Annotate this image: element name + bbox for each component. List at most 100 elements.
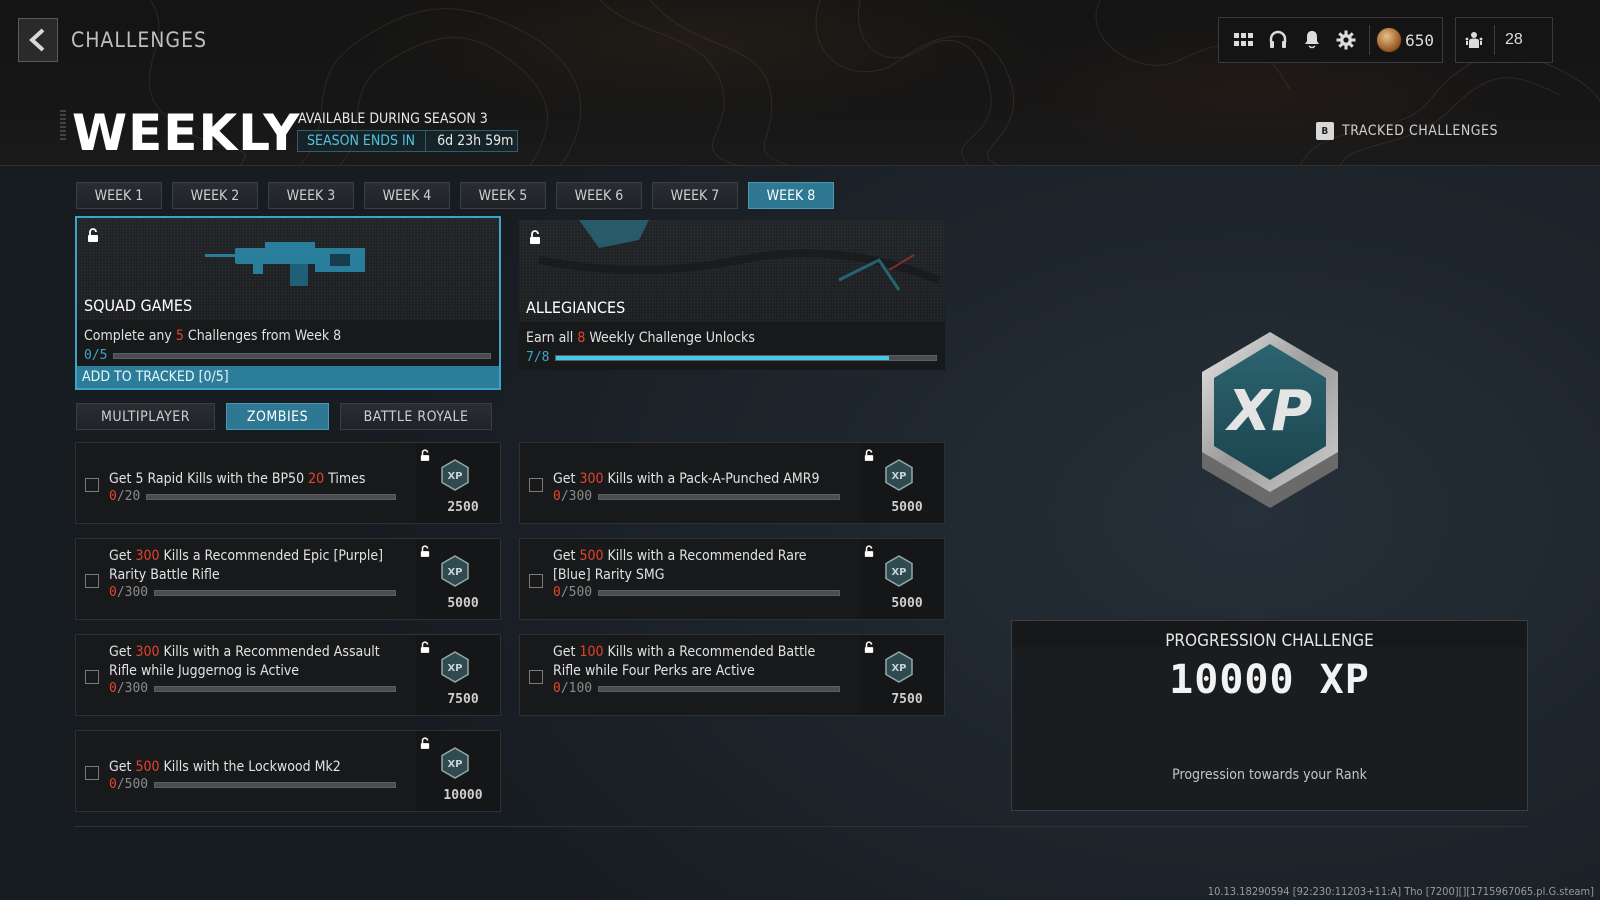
xp-reward: XP 7500 — [416, 635, 500, 715]
challenge-text: Get 500 Kills with the Lockwood Mk2 — [109, 759, 341, 775]
unlocked-lock-icon — [88, 228, 98, 242]
challenge-progress: 0/20 — [109, 489, 396, 504]
xp-badge-icon: XP — [441, 651, 469, 683]
featured-card-allegiances[interactable]: ALLEGIANCES Earn all 8 Weekly Challenge … — [519, 220, 945, 370]
tab-week-7[interactable]: WEEK 7 — [652, 182, 738, 209]
featured-progress: 0/5 — [84, 348, 491, 363]
tracked-challenges-button[interactable]: B TRACKED CHALLENGES — [1316, 122, 1498, 140]
track-checkbox[interactable] — [85, 766, 99, 780]
featured-description: Complete any 5 Challenges from Week 8 — [84, 328, 341, 344]
tab-zombies[interactable]: ZOMBIES — [226, 403, 329, 430]
xp-reward: XP 5000 — [860, 539, 944, 619]
social-button[interactable] — [1261, 22, 1295, 58]
challenge-progress: 0/300 — [109, 681, 396, 696]
progress-bar — [555, 354, 937, 361]
header-title: CHALLENGES — [71, 28, 208, 52]
xp-reward: XP 2500 — [416, 443, 500, 523]
season-ends-label: SEASON ENDS IN — [298, 131, 427, 151]
progress-bar — [598, 493, 840, 500]
tab-multiplayer[interactable]: MULTIPLAYER — [76, 403, 215, 430]
svg-text:XP: XP — [447, 759, 462, 770]
track-checkbox[interactable] — [529, 478, 543, 492]
tab-week-2[interactable]: WEEK 2 — [172, 182, 258, 209]
challenge-text: Get 500 Kills with a Recommended Rare [B… — [553, 548, 807, 583]
cod-points-value: 650 — [1405, 30, 1434, 50]
challenge-row[interactable]: Get 300 Kills with a Pack-A-Punched AMR9… — [519, 442, 945, 524]
xp-emblem-icon: XP — [1202, 332, 1338, 508]
progress-text: 0/500 — [109, 777, 149, 792]
tab-battle-royale[interactable]: BATTLE ROYALE — [340, 403, 492, 430]
desc-text: Complete any — [84, 328, 176, 344]
unlocked-lock-icon — [420, 641, 430, 653]
svg-text:XP: XP — [447, 663, 462, 674]
xp-amount: 10000 — [443, 788, 483, 803]
progress-bar — [154, 685, 396, 692]
unlocked-lock-icon — [864, 449, 874, 461]
featured-card-squad-games[interactable]: SQUAD GAMES Complete any 5 Challenges fr… — [75, 216, 501, 390]
svg-text:XP: XP — [447, 471, 462, 482]
tab-week-5[interactable]: WEEK 5 — [460, 182, 546, 209]
featured-name: SQUAD GAMES — [84, 296, 193, 315]
xp-badge-icon: XP — [441, 459, 469, 491]
xp-badge-icon: XP — [441, 747, 469, 779]
xp-reward: XP 5000 — [416, 539, 500, 619]
xp-amount: 5000 — [891, 500, 923, 515]
apps-grid-button[interactable] — [1227, 22, 1261, 58]
unlocked-lock-icon — [420, 545, 430, 557]
gear-icon — [1336, 30, 1356, 50]
track-checkbox[interactable] — [529, 670, 543, 684]
settings-button[interactable] — [1329, 22, 1363, 58]
progression-challenge-panel: PROGRESSION CHALLENGE 10000 XP Progressi… — [1011, 620, 1528, 811]
cod-points[interactable]: 650 — [1376, 27, 1434, 53]
back-button[interactable] — [18, 18, 58, 62]
notifications-button[interactable] — [1295, 22, 1329, 58]
challenge-progress: 0/100 — [553, 681, 840, 696]
decorative-marks — [60, 110, 66, 140]
tab-week-6[interactable]: WEEK 6 — [556, 182, 642, 209]
progress-text: 7/8 — [526, 350, 550, 365]
party-panel[interactable]: 28 — [1455, 17, 1553, 63]
xp-amount: 5000 — [891, 596, 923, 611]
xp-badge-icon: XP — [885, 651, 913, 683]
featured-name: ALLEGIANCES — [526, 298, 626, 317]
tab-week-3[interactable]: WEEK 3 — [268, 182, 354, 209]
xp-amount: 7500 — [447, 692, 479, 707]
unlocked-lock-icon — [864, 545, 874, 557]
player-count: 28 — [1505, 31, 1523, 48]
svg-text:XP: XP — [447, 567, 462, 578]
progress-text: 0/300 — [109, 585, 149, 600]
card-artwork — [77, 218, 499, 320]
challenge-progress: 0/500 — [109, 777, 396, 792]
challenge-row[interactable]: Get 500 Kills with the Lockwood Mk2 0/50… — [75, 730, 501, 812]
xp-reward: XP 10000 — [416, 731, 500, 811]
challenge-row[interactable]: Get 500 Kills with a Recommended Rare [B… — [519, 538, 945, 620]
track-checkbox[interactable] — [85, 574, 99, 588]
track-checkbox[interactable] — [85, 478, 99, 492]
progress-bar — [598, 685, 840, 692]
progression-reward: 10000 XP — [1169, 657, 1370, 703]
challenge-row[interactable]: Get 5 Rapid Kills with the BP50 20 Times… — [75, 442, 501, 524]
party-icon — [1465, 32, 1483, 48]
progress-bar — [598, 589, 840, 596]
challenge-row[interactable]: Get 100 Kills with a Recommended Battle … — [519, 634, 945, 716]
svg-text:XP: XP — [891, 471, 906, 482]
xp-amount: 7500 — [891, 692, 923, 707]
challenge-row[interactable]: Get 300 Kills with a Recommended Assault… — [75, 634, 501, 716]
tab-week-1[interactable]: WEEK 1 — [76, 182, 162, 209]
add-to-tracked-button[interactable]: ADD TO TRACKED [0/5] — [77, 366, 499, 388]
unlocked-lock-icon — [420, 737, 430, 749]
tab-week-4[interactable]: WEEK 4 — [364, 182, 450, 209]
bell-icon — [1305, 31, 1320, 49]
tab-week-8[interactable]: WEEK 8 — [748, 182, 834, 209]
challenge-row[interactable]: Get 300 Kills a Recommended Epic [Purple… — [75, 538, 501, 620]
xp-reward: XP 5000 — [860, 443, 944, 523]
key-b-icon: B — [1316, 122, 1334, 140]
xp-reward: XP 7500 — [860, 635, 944, 715]
tracked-challenges-label: TRACKED CHALLENGES — [1342, 123, 1498, 139]
track-checkbox[interactable] — [85, 670, 99, 684]
progress-text: 0/300 — [553, 489, 593, 504]
season-timer: SEASON ENDS IN 6d 23h 59m — [297, 130, 518, 152]
card-artwork — [519, 220, 945, 322]
desc-text: Challenges from Week 8 — [183, 328, 342, 344]
track-checkbox[interactable] — [529, 574, 543, 588]
